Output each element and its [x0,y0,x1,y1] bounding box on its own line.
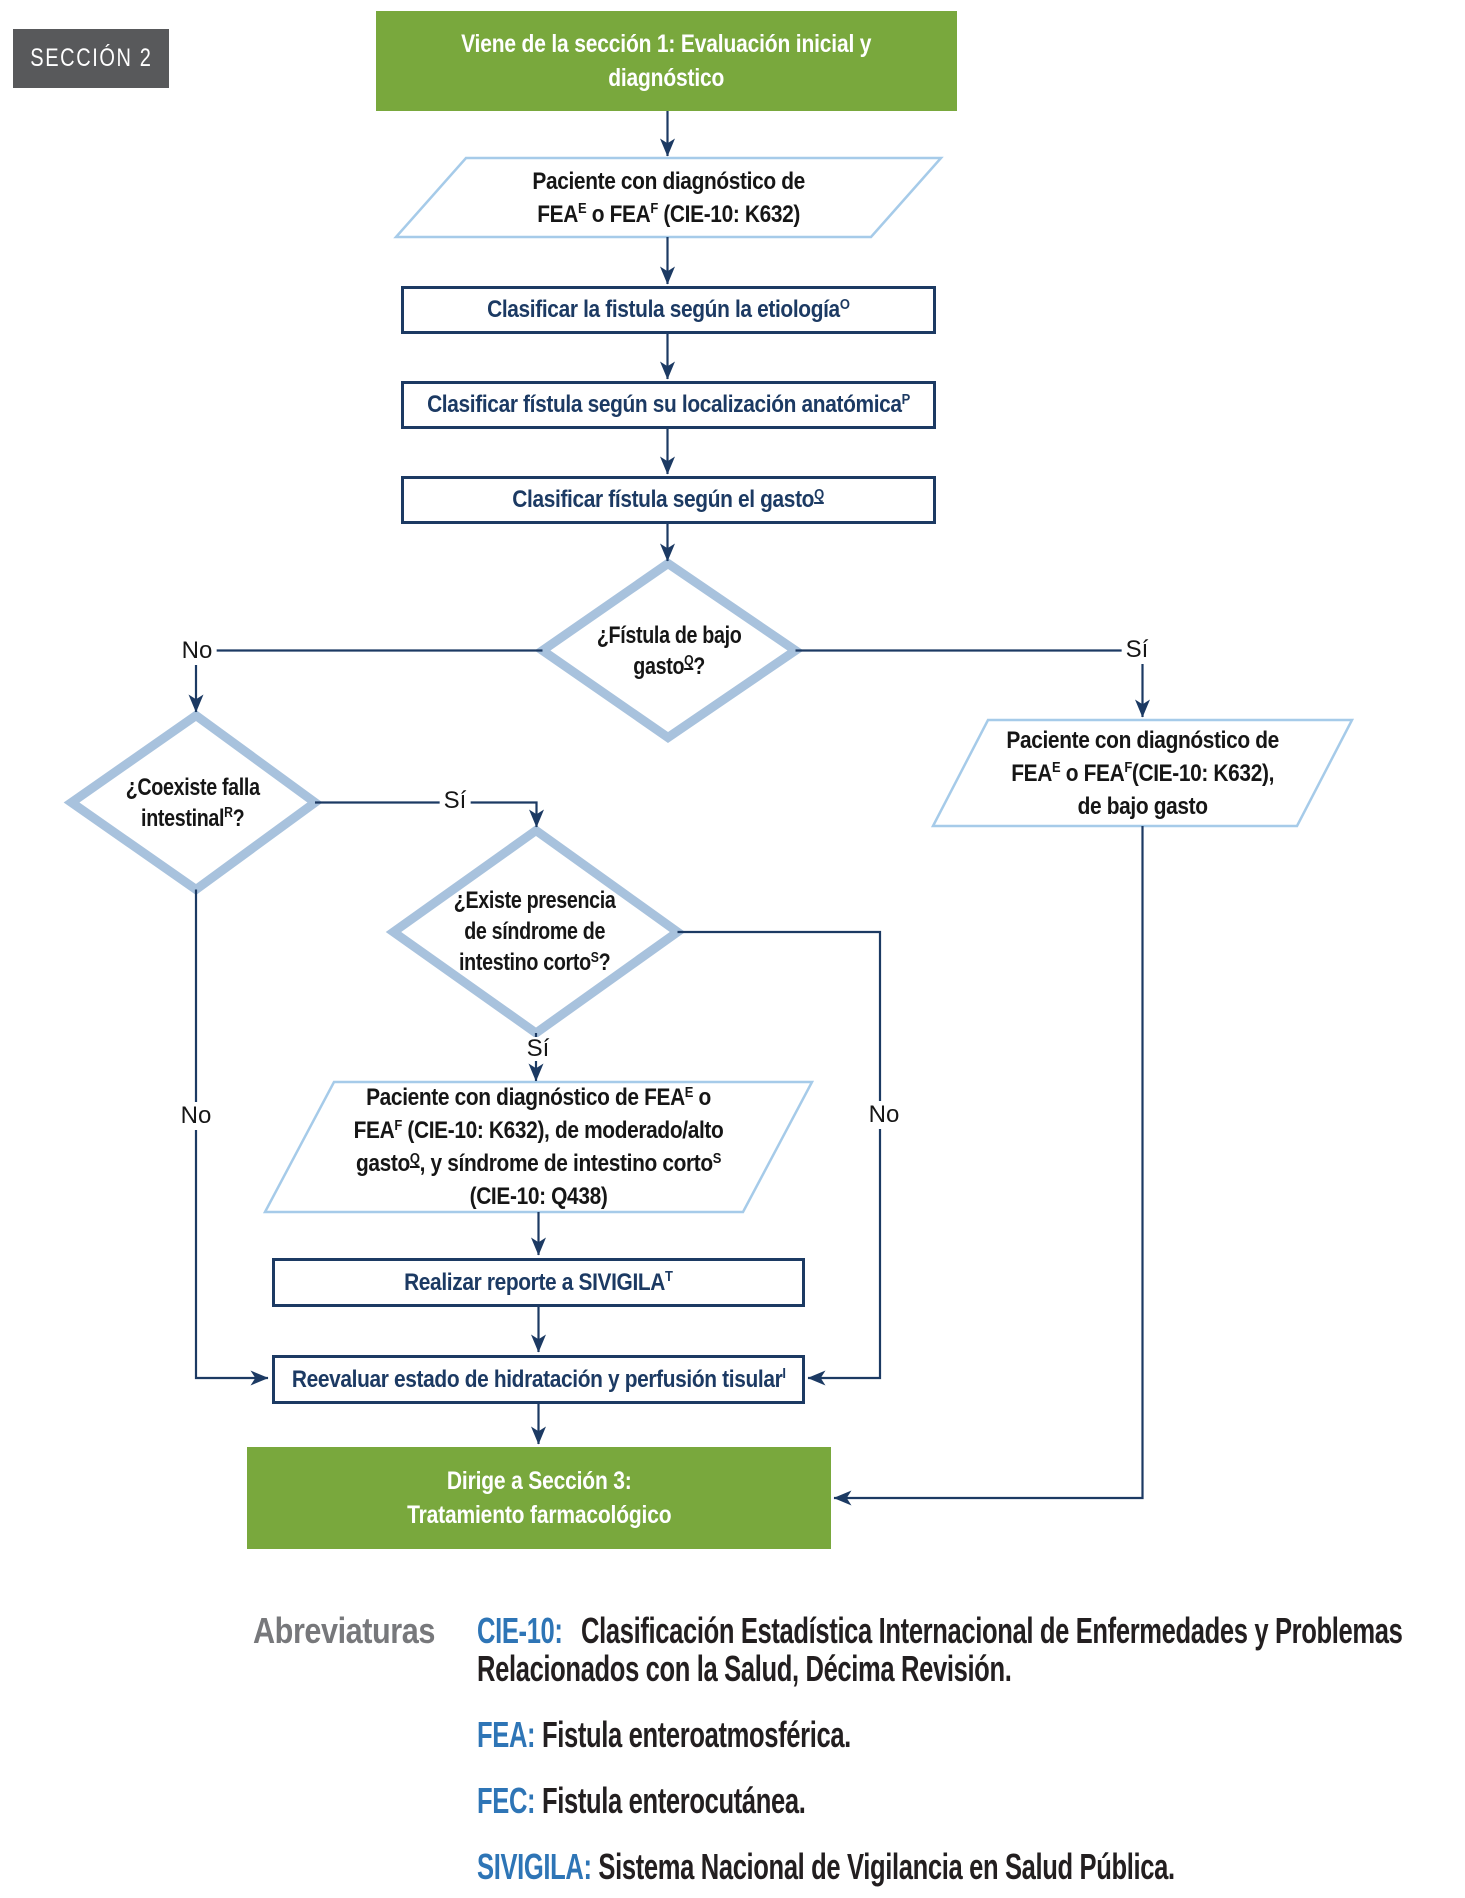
edge-decision1-si [795,649,1150,718]
edge-decision2-no [194,889,269,1386]
process-gasto: Clasificar fístula según el gastoQ [401,476,936,524]
abbreviation-item-cie10: CIE-10: Clasificación Estadística Interna… [477,1612,1465,1688]
end-node-label: Dirige a Sección 3:Tratamiento farmacoló… [406,1467,672,1529]
edge-label-no-3: No [864,1101,904,1129]
edge-label-no-1: No [177,637,217,665]
start-node: Viene de la sección 1: Evaluación inicia… [376,11,957,111]
end-node: Dirige a Sección 3:Tratamiento farmacoló… [247,1447,831,1549]
edge-label-si-3: Sí [523,1037,553,1061]
process-etiologia: Clasificar la fistula según la etiología… [401,286,936,334]
edge-label-si-1: Sí [1121,636,1153,664]
edge-bajo-gasto-to-end [833,826,1144,1506]
abbreviation-item-sivigila: SIVIGILA: Sistema Nacional de Vigilancia… [477,1848,1465,1886]
abbreviation-text: Fistula enteroatmosférica. [541,1714,851,1755]
abbreviation-text: Relacionados con la Salud, Décima Revisi… [477,1648,1012,1689]
process-reevaluar: Reevaluar estado de hidratación y perfus… [272,1355,805,1404]
process-sivigila-label: Realizar reporte a SIVIGILAT [404,1268,673,1296]
process-etiologia-label: Clasificar la fistula según la etiología… [487,296,850,323]
start-node-label: Viene de la sección 1: Evaluación inicia… [461,30,872,92]
abbreviation-label: FEC: [477,1780,536,1821]
process-gasto-label: Clasificar fístula según el gastoQ [512,486,825,513]
abbreviation-text: Sistema Nacional de Vigilancia en Salud … [598,1846,1175,1887]
edge-label-si-2: Sí [439,787,471,815]
abbreviation-text: Clasificación Estadística Internacional … [581,1610,1403,1651]
abbreviation-item-fea: FEA: Fistula enteroatmosférica. [477,1716,1465,1754]
edge-label-no-2: No [176,1102,216,1130]
process-sivigila: Realizar reporte a SIVIGILAT [272,1258,805,1307]
process-reevaluar-label: Reevaluar estado de hidratación y perfus… [291,1365,786,1393]
section-badge: SECCIÓN 2 [13,29,169,88]
edge-decision2-si [315,801,544,828]
section-badge-label: SECCIÓN 2 [29,44,153,72]
abbreviation-label: SIVIGILA: [477,1846,592,1887]
abbreviations-title: Abreviaturas [253,1610,435,1651]
abbreviation-label: CIE-10: [477,1610,563,1651]
abbreviation-text: Fistula enterocutánea. [541,1780,806,1821]
abbreviation-label: FEA: [477,1714,536,1755]
abbreviations-list: CIE-10: Clasificación Estadística Interna… [477,1612,1465,1898]
process-localizacion: Clasificar fístula según su localización… [401,381,936,429]
abbreviation-item-fec: FEC: Fistula enterocutánea. [477,1782,1465,1820]
edge-decision1-no [188,649,543,713]
process-localizacion-label: Clasificar fístula según su localización… [427,391,910,418]
